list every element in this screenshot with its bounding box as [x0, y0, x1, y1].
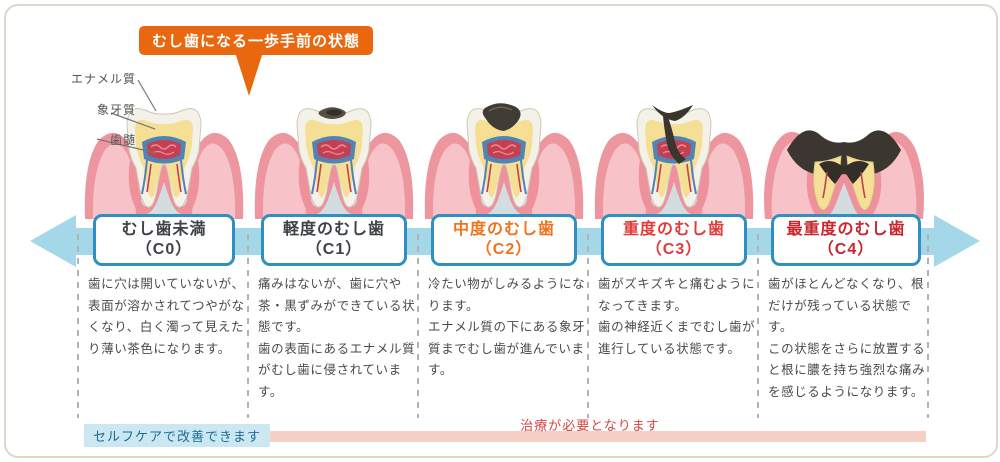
treatment-banner-label: 治療が必要となります — [520, 418, 660, 433]
anatomy-label-enamel: エナメル質 — [70, 72, 136, 86]
column-divider — [757, 234, 759, 418]
stage-title: 最重度のむし歯 — [786, 221, 906, 238]
stage-description-c1: 痛みはないが、歯に穴や茶・黒ずみができている状態です。 歯の表面にあるエナメル質… — [258, 277, 416, 399]
column-divider — [417, 234, 419, 418]
column-divider — [927, 234, 929, 418]
stage-box-c2: 中度のむし歯 （C2） — [431, 214, 577, 266]
stage-code: （C0） — [135, 241, 193, 258]
arrow-right-icon — [934, 215, 980, 267]
stage-code: （C1） — [305, 241, 363, 258]
cavity-progression-diagram: むし歯になる一歩手前の状態 エナメル質 象牙質 歯髄 むし歯未満 （C0） 軽度… — [4, 4, 998, 458]
stage-description-c2: 冷たい物がしみるようになります。 エナメル質の下にある象牙質までむし歯が進んでい… — [428, 277, 586, 377]
tooth-illustration-c3 — [589, 84, 759, 219]
callout-pointer-icon — [235, 52, 263, 96]
column-divider — [77, 234, 79, 418]
arrow-left-icon — [30, 215, 76, 267]
stage-box-c0: むし歯未満 （C0） — [93, 214, 235, 266]
stage-title: 重度のむし歯 — [622, 221, 725, 238]
stage-title: むし歯未満 — [121, 221, 207, 238]
stage-box-c1: 軽度のむし歯 （C1） — [261, 214, 407, 266]
anatomy-label-pulp: 歯髄 — [109, 133, 136, 147]
anatomy-label-dentin: 象牙質 — [96, 103, 136, 117]
selfcare-banner: セルフケアで改善できます — [84, 424, 271, 447]
stage-box-c4: 最重度のむし歯 （C4） — [771, 214, 921, 266]
treatment-bar — [254, 431, 926, 442]
stage-title: 中度のむし歯 — [452, 221, 555, 238]
tooth-illustration-c1 — [249, 84, 419, 219]
tooth-illustration-c2 — [419, 84, 589, 219]
column-divider — [587, 234, 589, 418]
stage-box-c3: 重度のむし歯 （C3） — [601, 214, 747, 266]
stage-code: （C3） — [645, 241, 703, 258]
stage-code: （C4） — [817, 241, 875, 258]
stage-description-c0: 歯に穴は開いていないが、表面が溶かされてつやがなくなり、白く濁って見えたり薄い茶… — [88, 277, 245, 356]
column-divider — [247, 234, 249, 418]
stage-title: 軽度のむし歯 — [282, 221, 385, 238]
stage-code: （C2） — [475, 241, 533, 258]
stage-description-c4: 歯がほとんどなくなり、根だけが残っている状態です。 この状態をさらに放置すると根… — [768, 277, 926, 399]
anatomy-connector-lines — [96, 79, 157, 154]
stage-description-c3: 歯がズキズキと痛むようになってきます。 歯の神経近くまでむし歯が進行している状態… — [598, 277, 756, 356]
tooth-illustration-c0 — [79, 84, 249, 219]
callout-bubble: むし歯になる一歩手前の状態 — [139, 26, 374, 55]
tooth-illustration-c4 — [759, 84, 929, 219]
